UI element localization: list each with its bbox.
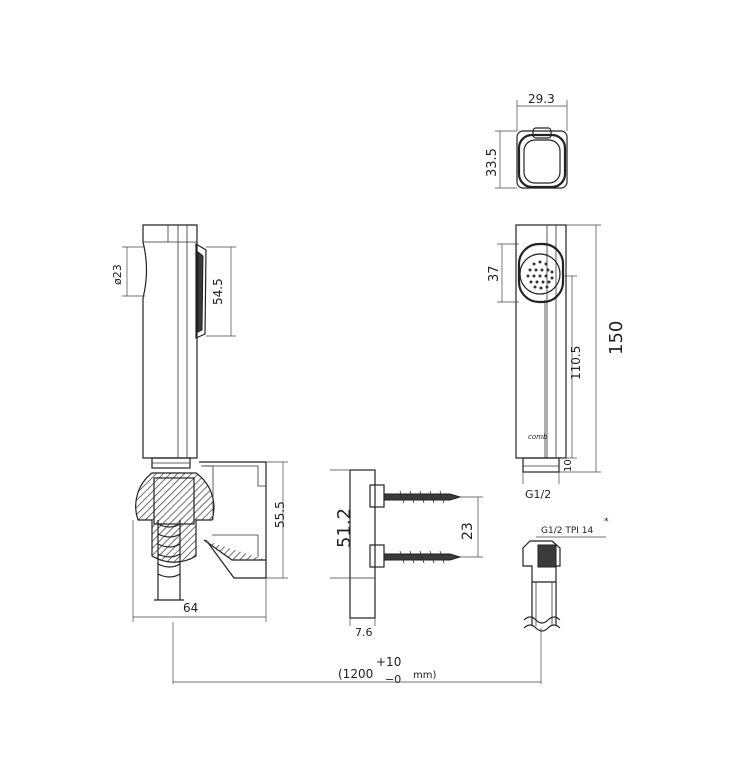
dim-head-height: 33.5 [485, 148, 500, 177]
dim-bracket-thickness: 7.6 [355, 626, 373, 639]
dim-total-length: 150 [606, 321, 627, 355]
dim-head-width: 29.3 [528, 92, 555, 106]
dim-holder-height: 55.5 [273, 501, 287, 528]
dim-holder-depth: 64 [183, 601, 198, 615]
dim-hose-tolerance-plus: +10 [376, 655, 401, 669]
dim-hose-length: (1200 [338, 667, 373, 681]
wall-holder-section: 55.5 64 [132, 461, 288, 622]
dim-lever-to-base: 110.5 [569, 346, 583, 380]
hose-side [154, 520, 184, 601]
dim-thread-spec: G1/2 [525, 488, 551, 501]
wall-bracket: 51.2 23 7.6 [330, 469, 483, 639]
front-view-sprayer: comb 37 150 110.5 10 G1/2 [487, 224, 627, 501]
dim-thread-height: 10 [563, 459, 574, 472]
dim-hose-unit: mm) [413, 670, 436, 681]
footnote-mark: * [604, 517, 609, 527]
hose-end: G1/2 TPI 14 * [522, 517, 609, 632]
side-view-sprayer: ø23 54.5 [111, 224, 236, 469]
spray-nozzles [526, 260, 554, 290]
dim-hose-tolerance-minus: −0 [385, 673, 401, 686]
brand-mark: comb [528, 433, 548, 441]
hose-length-dimension: +10 (1200 −0 mm) [172, 622, 542, 686]
dim-bracket-height: 51.2 [334, 508, 355, 548]
dim-screw-spacing: 23 [460, 522, 476, 540]
top-view-head: 29.3 33.5 [485, 92, 568, 189]
dim-diameter: ø23 [111, 264, 124, 285]
dim-spray-face: 37 [487, 265, 502, 282]
dim-hose-thread: G1/2 TPI 14 [541, 526, 593, 536]
dim-button-length: 54.5 [211, 278, 225, 305]
